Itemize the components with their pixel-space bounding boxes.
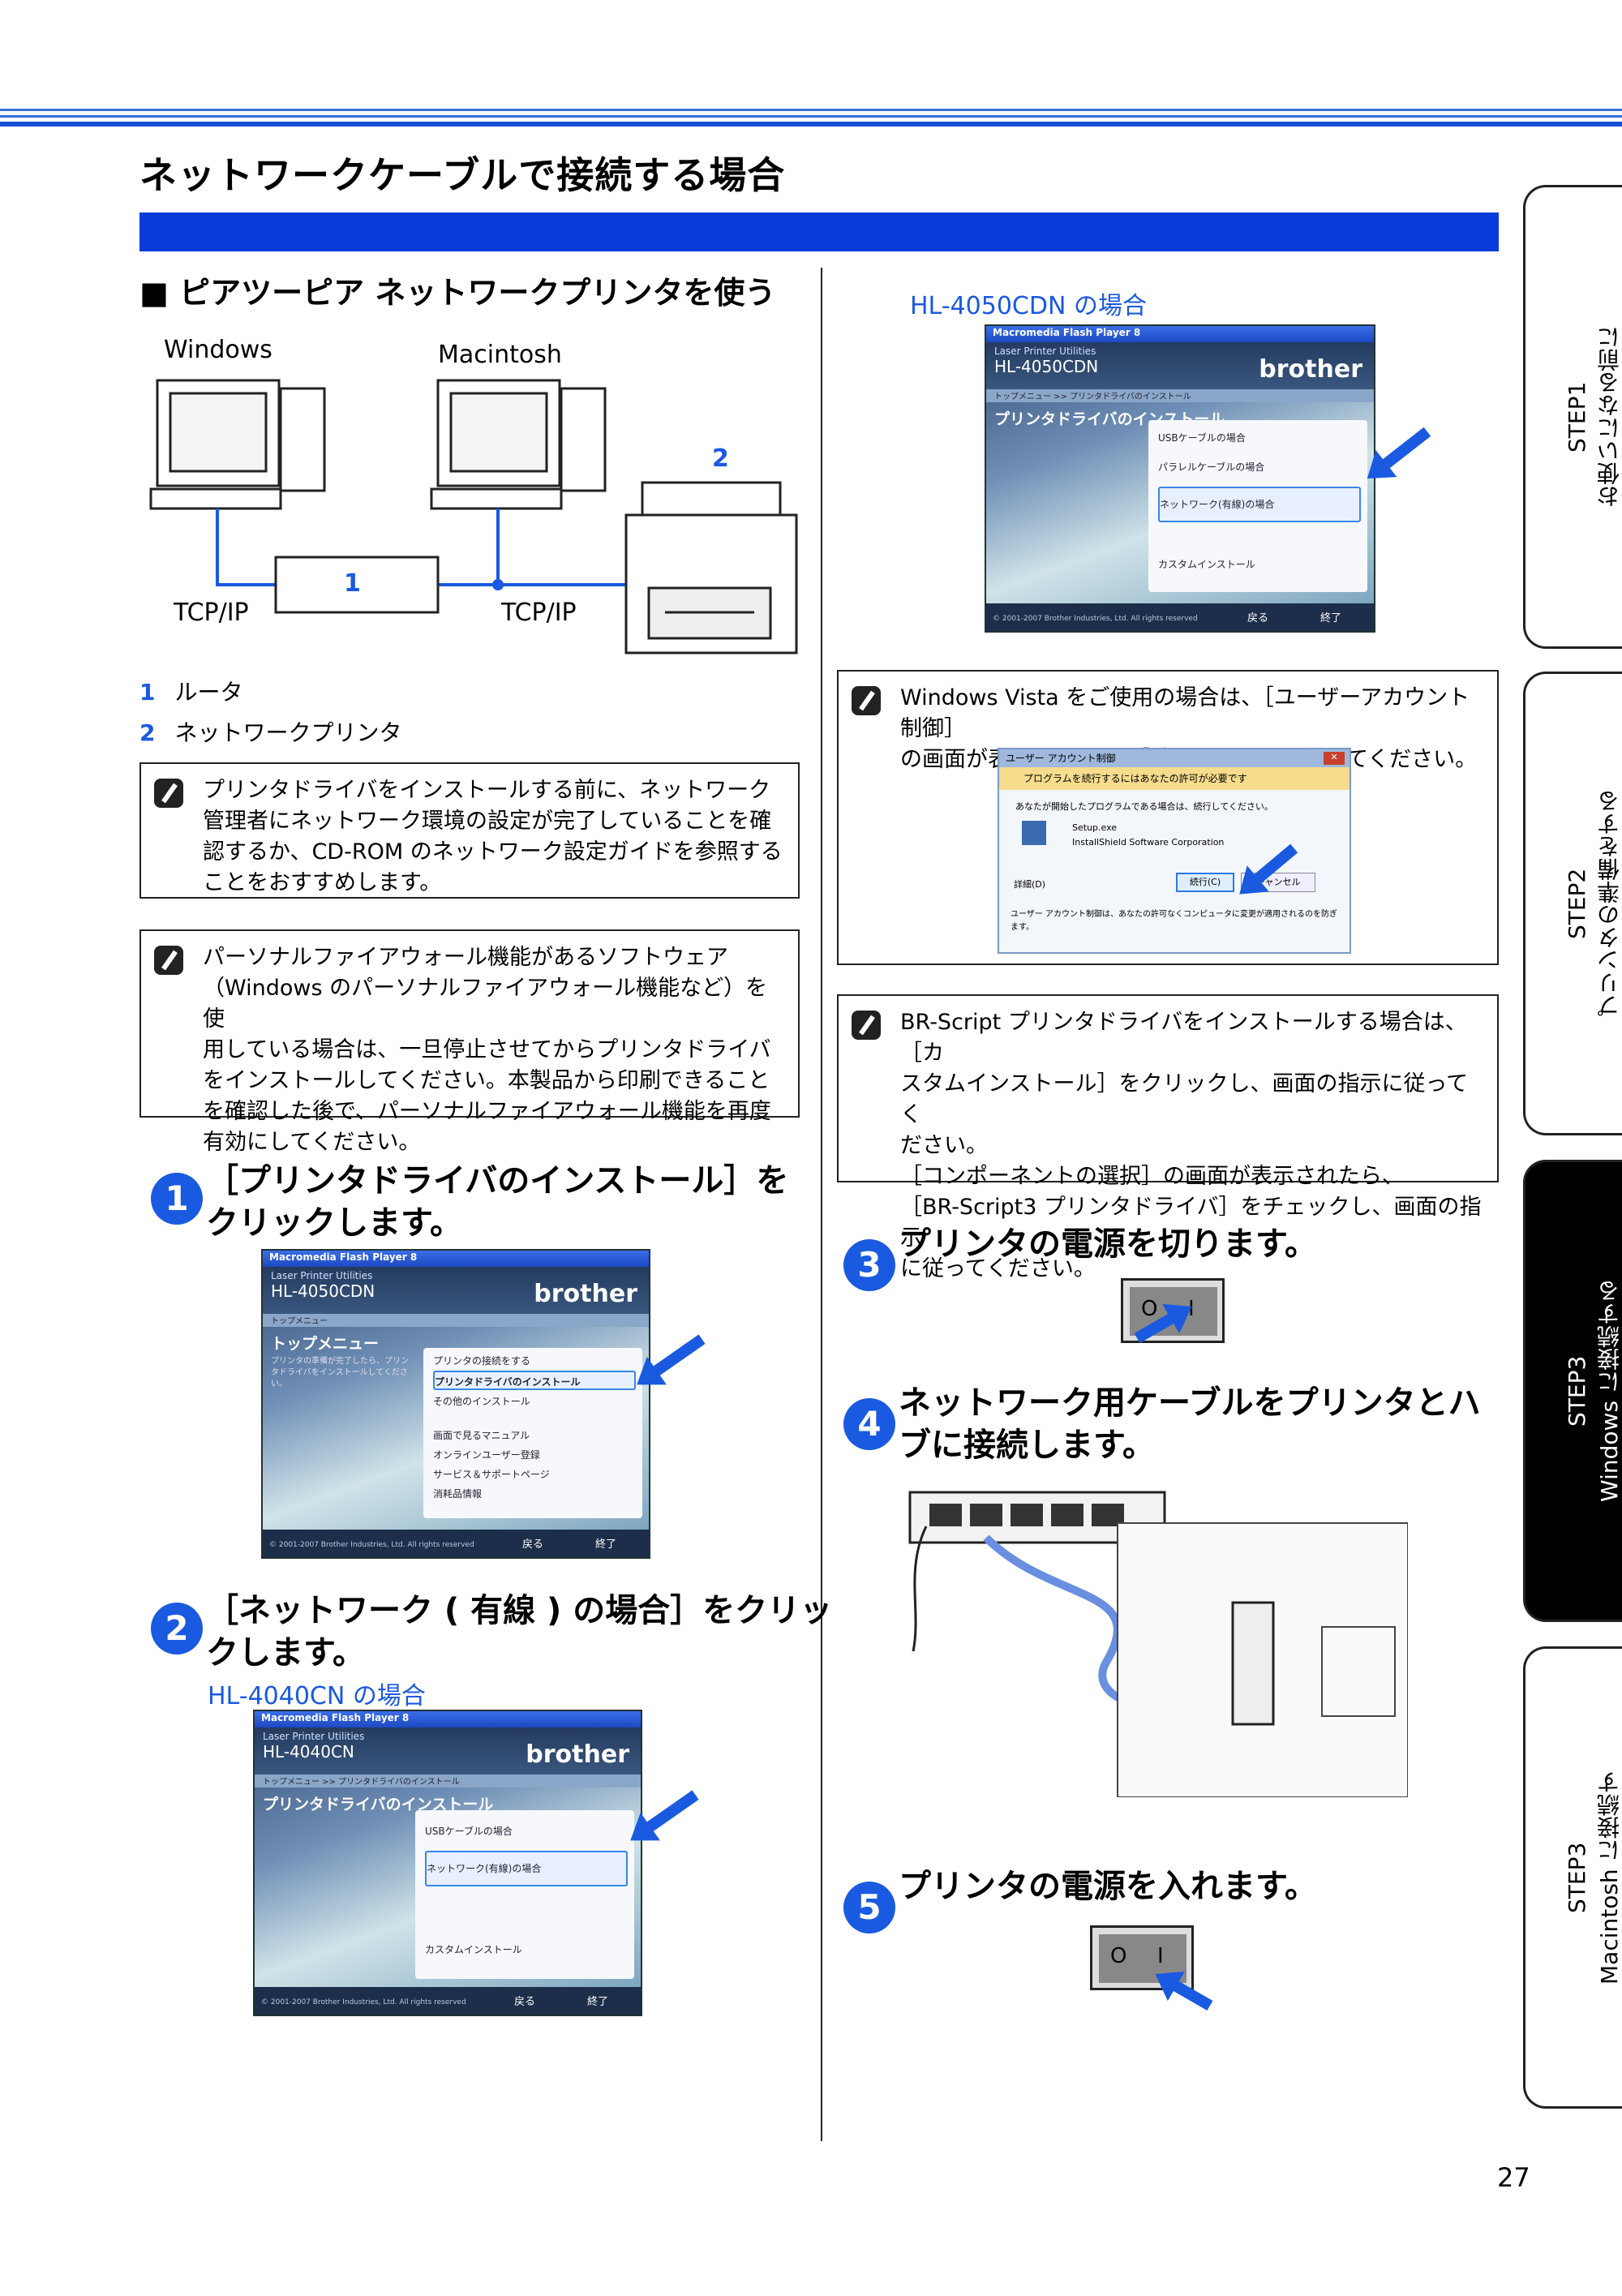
cable-illustration bbox=[908, 1491, 1408, 1797]
step-number: 2 bbox=[151, 1603, 203, 1654]
tcp-label-right: TCP/IP bbox=[501, 599, 577, 627]
tcp-label-left: TCP/IP bbox=[174, 599, 249, 627]
details-toggle[interactable]: 詳細(D) bbox=[1014, 879, 1046, 890]
note-icon bbox=[154, 779, 183, 808]
continue-button[interactable]: 続行(C) bbox=[1176, 873, 1234, 892]
note-text: パーソナルファイアウォール機能があるソフトウェア （Windows のパーソナル… bbox=[203, 945, 771, 1155]
note-box: Windows Vista をご使用の場合は、［ユーザーアカウント制御］ の画面… bbox=[837, 670, 1499, 965]
brother-logo: brother bbox=[526, 1740, 629, 1769]
back-button[interactable]: 戻る bbox=[1247, 612, 1268, 624]
close-icon[interactable]: ✕ bbox=[1324, 752, 1345, 765]
back-button[interactable]: 戻る bbox=[513, 1996, 535, 2008]
step-title: プリンタの電源を入れます。 bbox=[899, 1868, 1317, 1905]
brother-logo: brother bbox=[534, 1280, 637, 1308]
power-switch-on: O I bbox=[1090, 1925, 1194, 1990]
tab-step2[interactable]: STEP2 プリンタの準備をする bbox=[1523, 672, 1622, 1135]
menu-item[interactable]: 消耗品情報 bbox=[433, 1488, 483, 1500]
tab-label: STEP3 Windows に接続する bbox=[1564, 1280, 1622, 1502]
menu-item[interactable]: その他のインストール bbox=[433, 1396, 530, 1407]
pointer-arrow-icon bbox=[1375, 427, 1431, 474]
menu-item[interactable]: パラレルケーブルの場合 bbox=[1158, 461, 1265, 473]
header-rule bbox=[0, 122, 1622, 127]
note-box: プリンタドライバをインストールする前に、ネットワーク 管理者にネットワーク環境の… bbox=[139, 762, 800, 899]
printer-number: 2 bbox=[712, 444, 729, 473]
exit-button[interactable]: 終了 bbox=[594, 1539, 616, 1551]
title-bar bbox=[139, 212, 1499, 251]
brother-logo: brother bbox=[1259, 355, 1362, 384]
uac-publisher: InstallShield Software Corporation bbox=[1072, 837, 1225, 848]
windows-pc-icon bbox=[149, 379, 326, 510]
router-box bbox=[274, 556, 440, 614]
tab-label: STEP3 Macintosh に接続する bbox=[1564, 1770, 1622, 1985]
model-caption: HL-4050CDN の場合 bbox=[910, 292, 1147, 320]
note-box: パーソナルファイアウォール機能があるソフトウェア （Windows のパーソナル… bbox=[139, 929, 800, 1155]
step-title: ［プリンタドライバのインストール］を クリックします。 bbox=[206, 1162, 789, 1242]
note-icon bbox=[154, 946, 183, 975]
tab-step3-windows[interactable]: STEP3 Windows に接続する bbox=[1523, 1160, 1622, 1622]
router-number: 1 bbox=[344, 569, 361, 598]
step-number: 4 bbox=[843, 1398, 895, 1450]
step-title: プリンタの電源を切ります。 bbox=[899, 1225, 1317, 1263]
menu-item[interactable]: USBケーブルの場合 bbox=[1158, 432, 1246, 444]
step-number: 5 bbox=[843, 1882, 895, 1933]
menu-item-driver-install[interactable]: プリンタドライバのインストール bbox=[433, 1371, 636, 1390]
menu-item[interactable]: プリンタの接続をする bbox=[433, 1355, 531, 1367]
mac-label: Macintosh bbox=[438, 341, 562, 369]
step-title: ネットワーク用ケーブルをプリンタとハ ブに接続します。 bbox=[899, 1384, 1481, 1464]
windows-label: Windows bbox=[164, 336, 272, 364]
exit-button[interactable]: 終了 bbox=[1319, 612, 1341, 624]
tab-step3-macintosh[interactable]: STEP3 Macintosh に接続する bbox=[1523, 1646, 1622, 2109]
tab-step1[interactable]: STEP1 お使いになる前に bbox=[1523, 185, 1622, 649]
header-rule bbox=[0, 115, 1622, 118]
note-text: プリンタドライバをインストールする前に、ネットワーク 管理者にネットワーク環境の… bbox=[203, 778, 783, 895]
menu-item[interactable]: カスタムインストール bbox=[425, 1944, 522, 1955]
menu-item[interactable]: サービス＆サポートページ bbox=[433, 1469, 550, 1480]
uac-program: Setup.exe bbox=[1072, 822, 1118, 833]
page-number: 27 bbox=[1497, 2162, 1530, 2193]
menu-item[interactable]: カスタムインストール bbox=[1158, 559, 1255, 570]
note-icon bbox=[852, 1011, 881, 1040]
tab-label: STEP2 プリンタの準備をする bbox=[1564, 790, 1622, 1017]
uac-message: あなたが開始したプログラムである場合は、続行してください。 bbox=[1015, 801, 1273, 812]
step-title: ［ネットワーク ( 有線 ) の場合］をクリッ クします。 bbox=[206, 1592, 833, 1672]
screenshot-driver-install-4040: Macromedia Flash Player 8 Laser Printer … bbox=[253, 1710, 642, 2016]
uac-banner: プログラムを続行するにはあなたの許可が必要です bbox=[999, 767, 1350, 790]
uac-footer: ユーザー アカウント制御は、あなたの許可なくコンピュータに変更が適用されるのを防… bbox=[1011, 910, 1337, 932]
screenshot-top-menu: Macromedia Flash Player 8 Laser Printer … bbox=[261, 1249, 650, 1559]
printer-icon bbox=[624, 481, 798, 654]
tab-label: STEP1 お使いになる前に bbox=[1564, 326, 1622, 508]
header-rule bbox=[0, 109, 1622, 111]
mac-pc-icon bbox=[430, 379, 607, 510]
section-heading: ■ ピアツーピア ネットワークプリンタを使う bbox=[139, 275, 776, 311]
network-diagram bbox=[149, 379, 798, 654]
setup-program-icon bbox=[1022, 821, 1046, 845]
menu-item[interactable]: オンラインユーザー登録 bbox=[433, 1449, 540, 1461]
menu-item-network-wired[interactable]: ネットワーク(有線)の場合 bbox=[425, 1851, 628, 1886]
note-box: BR-Script プリンタドライバをインストールする場合は、［カ スタムインス… bbox=[837, 994, 1499, 1281]
page-title: ネットワークケーブルで接続する場合 bbox=[139, 153, 786, 197]
step-number: 3 bbox=[843, 1239, 895, 1291]
pointer-arrow-icon bbox=[645, 1334, 706, 1381]
uac-title: ユーザー アカウント制御 bbox=[999, 749, 1350, 767]
uac-dialog: ユーザー アカウント制御 ✕ プログラムを続行するにはあなたの許可が必要です あ… bbox=[998, 748, 1351, 954]
menu-item-network-wired[interactable]: ネットワーク(有線)の場合 bbox=[1158, 487, 1361, 522]
model-caption: HL-4040CN の場合 bbox=[208, 1682, 426, 1710]
note-icon bbox=[852, 686, 881, 715]
step-number: 1 bbox=[151, 1173, 203, 1225]
exit-button[interactable]: 終了 bbox=[586, 1996, 608, 2008]
menu-item[interactable]: USBケーブルの場合 bbox=[425, 1826, 513, 1837]
menu-item[interactable]: 画面で見るマニュアル bbox=[433, 1430, 530, 1441]
back-button[interactable]: 戻る bbox=[521, 1539, 543, 1551]
note-text: BR-Script プリンタドライバをインストールする場合は、［カ スタムインス… bbox=[900, 1010, 1482, 1281]
column-divider bbox=[821, 268, 822, 2141]
pointer-arrow-icon bbox=[638, 1790, 699, 1837]
screenshot-driver-install-4050: Macromedia Flash Player 8 Laser Printer … bbox=[985, 324, 1375, 633]
hub-node bbox=[492, 579, 504, 590]
